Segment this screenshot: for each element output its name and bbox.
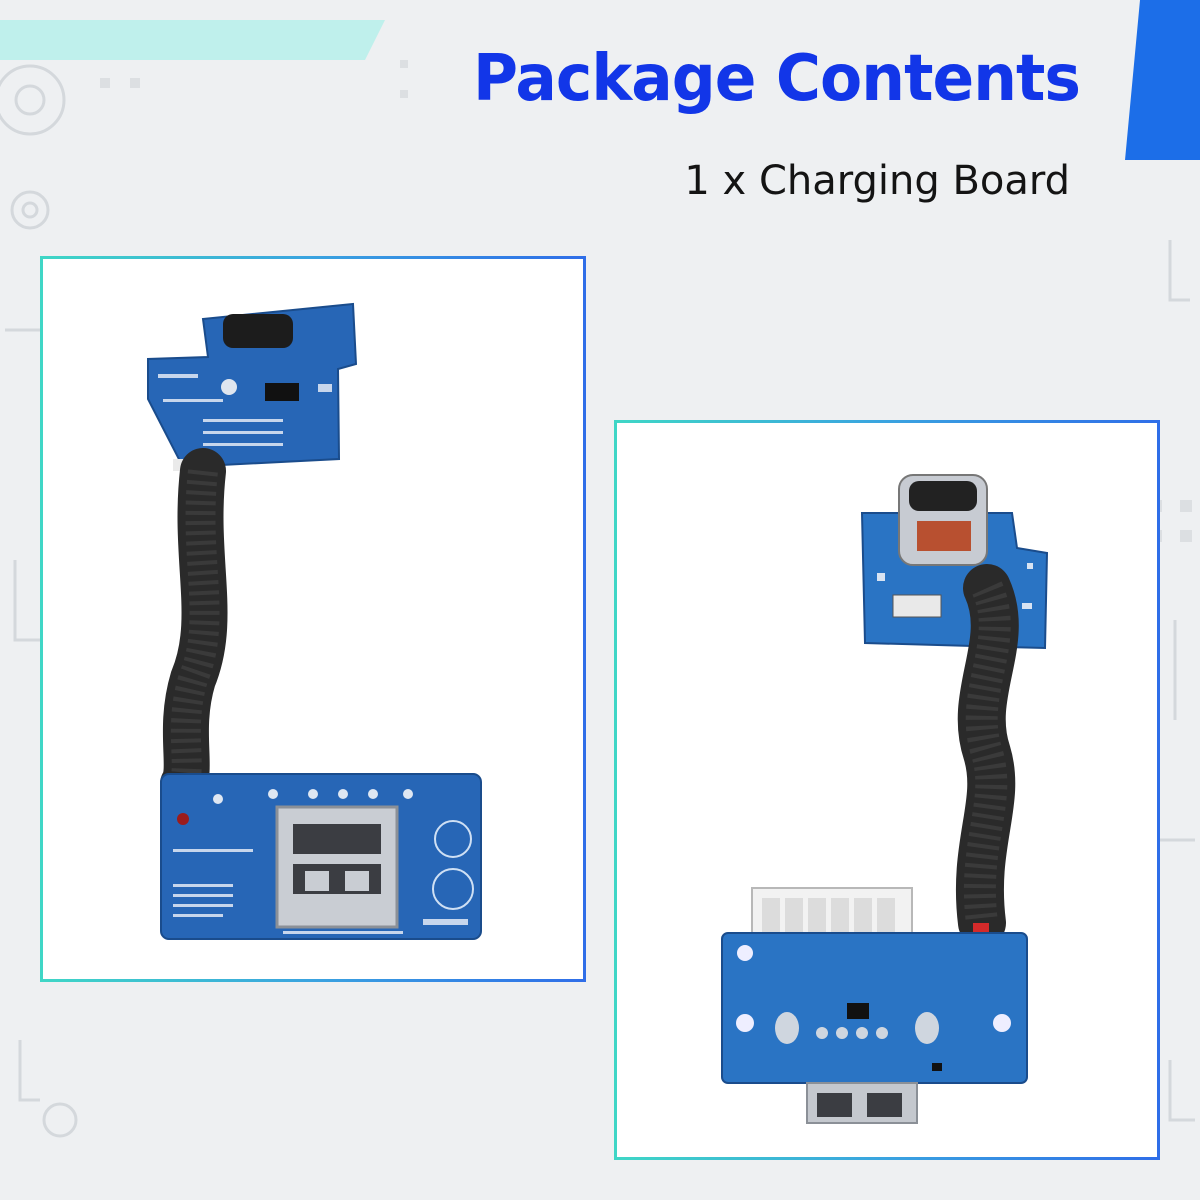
header-banner-left <box>0 20 385 60</box>
page-title: Package Contents <box>472 42 1081 116</box>
product-photo-left <box>40 256 586 982</box>
charging-board-top-view-image <box>147 302 482 940</box>
product-photo-right <box>614 420 1160 1160</box>
charging-board-angled-view-image <box>721 474 1049 1124</box>
header-banner-right <box>1125 0 1200 160</box>
package-item-label: 1 x Charging Board <box>684 158 1070 204</box>
